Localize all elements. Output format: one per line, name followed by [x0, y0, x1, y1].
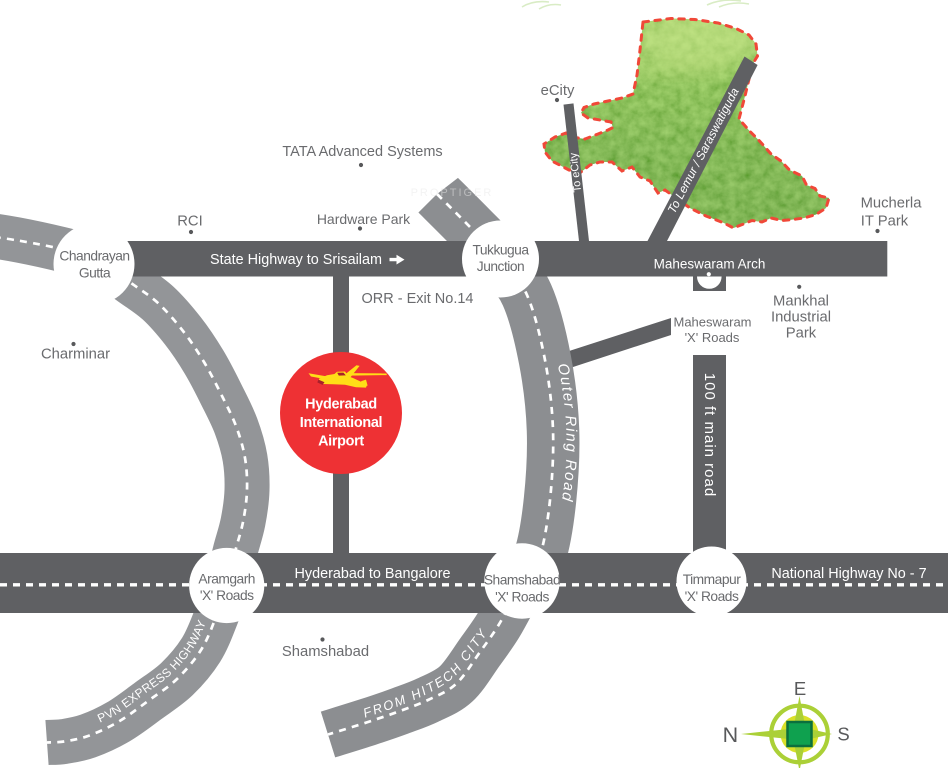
svg-text:Tukkugua: Tukkugua — [472, 243, 529, 258]
svg-text:TATA Advanced Systems: TATA Advanced Systems — [282, 144, 442, 160]
svg-text:S: S — [837, 724, 849, 745]
svg-text:Airport: Airport — [318, 433, 364, 449]
svg-text:Chandrayan: Chandrayan — [59, 249, 129, 264]
svg-text:International: International — [300, 415, 382, 431]
svg-text:Charminar: Charminar — [41, 347, 110, 363]
svg-text:Hyderabad to Bangalore: Hyderabad to Bangalore — [294, 566, 450, 582]
svg-text:'X' Roads: 'X' Roads — [200, 588, 254, 603]
svg-text:Shamshabad: Shamshabad — [282, 644, 369, 660]
svg-text:Aramgarh: Aramgarh — [198, 571, 255, 586]
svg-text:'X' Roads: 'X' Roads — [685, 589, 739, 604]
svg-text:Gutta: Gutta — [79, 266, 111, 281]
svg-text:RCI: RCI — [177, 214, 202, 230]
svg-text:Park: Park — [786, 326, 817, 342]
svg-text:E: E — [794, 678, 806, 699]
svg-text:Shamshabad: Shamshabad — [484, 572, 560, 587]
svg-text:Hyderabad: Hyderabad — [305, 396, 377, 412]
svg-text:State Highway to Srisailam: State Highway to Srisailam — [210, 252, 382, 268]
svg-text:100 ft main road: 100 ft main road — [701, 373, 718, 497]
svg-text:eCity: eCity — [541, 83, 575, 99]
svg-text:Mucherla: Mucherla — [861, 196, 923, 212]
svg-text:ORR - Exit No.14: ORR - Exit No.14 — [362, 291, 474, 307]
svg-text:Junction: Junction — [477, 259, 524, 274]
svg-text:Hardware Park: Hardware Park — [317, 211, 411, 227]
svg-text:'X' Roads: 'X' Roads — [495, 589, 549, 604]
svg-text:To eCity: To eCity — [568, 152, 584, 193]
svg-text:'X' Roads: 'X' Roads — [685, 330, 740, 345]
svg-text:PROPTIGER: PROPTIGER — [411, 187, 494, 199]
svg-text:N: N — [723, 723, 739, 747]
svg-text:Industrial: Industrial — [771, 310, 831, 326]
svg-text:Maheswaram: Maheswaram — [673, 315, 751, 330]
svg-text:Maheswaram Arch: Maheswaram Arch — [654, 257, 766, 272]
svg-text:Mankhal: Mankhal — [773, 294, 829, 310]
svg-text:Timmapur: Timmapur — [683, 572, 741, 587]
svg-text:IT Park: IT Park — [861, 214, 909, 230]
svg-text:National Highway No - 7: National Highway No - 7 — [771, 566, 926, 582]
